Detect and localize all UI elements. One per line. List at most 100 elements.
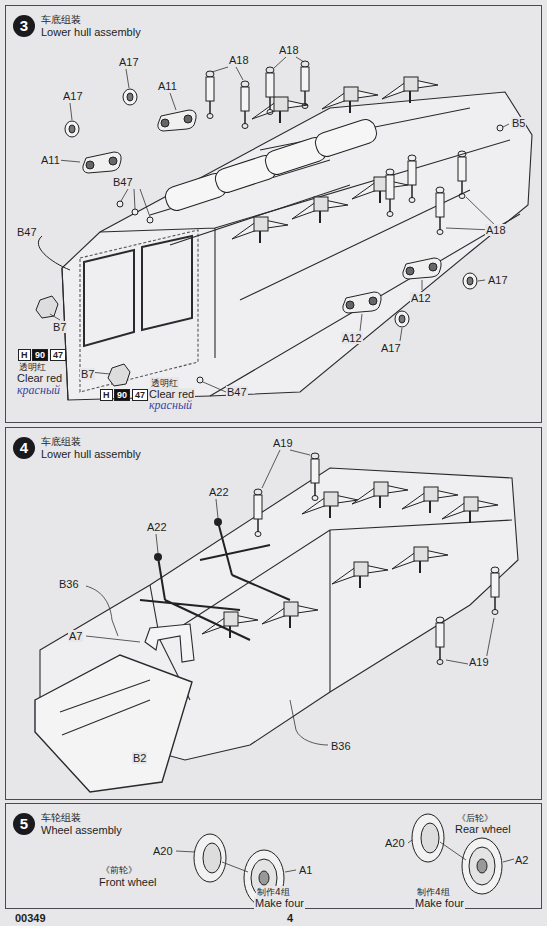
suspension-arms-step-3 (232, 217, 288, 243)
step-number: 3 (13, 15, 35, 37)
shock-absorbers-a18 (206, 71, 214, 119)
suspension-arms-step-3 (322, 87, 378, 113)
callout-label: A17 (487, 274, 509, 286)
callout-label: B5 (511, 117, 526, 129)
leader-lines-step-3 (212, 67, 243, 80)
callout-label: A17 (62, 90, 84, 102)
page-number: 00349 (14, 912, 47, 924)
leader-lines-step-5 (408, 840, 514, 862)
leader-lines-step-5 (176, 840, 514, 872)
suspension-arms-step-4 (302, 492, 358, 518)
callout-label: A11 (40, 154, 61, 166)
suspension-arms-step-3 (252, 97, 308, 123)
callout-label: Make four (414, 897, 465, 909)
shock-absorbers-a19 (436, 617, 444, 665)
callout-label: A12 (341, 332, 363, 344)
chinese-note: 《前轮》 (100, 864, 138, 876)
step-title-en: Lower hull assembly (41, 26, 141, 38)
suspension-arms-step-4 (392, 547, 448, 573)
small-parts-step-3 (36, 296, 58, 318)
callout-label: Front wheel (98, 876, 157, 888)
shock-absorbers-a19 (311, 453, 319, 501)
paint-code: 47 (132, 389, 148, 401)
callout-label: A17 (118, 56, 140, 68)
rings-a17 (463, 273, 477, 289)
suspension-arms-step-3 (232, 77, 438, 243)
rings-a17 (65, 89, 477, 327)
step-number: 5 (13, 813, 35, 835)
hull-step-4 (35, 655, 192, 792)
small-parts-step-3 (497, 125, 503, 131)
drive-cylinders (163, 117, 379, 213)
hull-step-4 (60, 680, 150, 735)
hull-step-3 (62, 140, 520, 400)
callout-label: A17 (380, 342, 402, 354)
hull-step-3 (62, 92, 532, 400)
leader-lines-step-4 (290, 700, 328, 745)
paint-code: 90 (32, 349, 48, 361)
paint-code: 90 (114, 389, 130, 401)
callout-label: A1 (298, 864, 313, 876)
leader-lines-step-4 (86, 450, 494, 745)
shock-absorbers-a18 (301, 61, 309, 109)
callout-label: A18 (485, 224, 507, 236)
suspension-arms-step-3 (292, 197, 348, 223)
hull-step-4 (145, 624, 194, 662)
shock-absorbers-a18 (241, 81, 249, 129)
leader-lines-step-3 (50, 57, 509, 392)
callout-label: A7 (68, 630, 83, 642)
hull-step-3 (62, 92, 532, 400)
brackets-a11-a12 (83, 152, 121, 173)
small-parts-step-3 (132, 209, 138, 215)
paint-code: H (100, 389, 113, 401)
callout-label: B36 (58, 578, 80, 590)
wheels-step-5 (412, 814, 444, 862)
callout-label: A20 (152, 845, 174, 857)
leader-lines-step-3 (121, 189, 150, 217)
wheels-step-5 (421, 823, 439, 853)
rings-a17 (65, 121, 79, 137)
shock-absorbers-a18 (386, 169, 394, 217)
steering-rods-a22 (140, 519, 290, 640)
callout-label: A20 (384, 837, 406, 849)
wheels-step-5 (203, 843, 221, 873)
page-number: 4 (286, 912, 294, 924)
callout-label: A19 (272, 437, 294, 449)
shock-absorbers-a18 (408, 155, 416, 203)
steering-rods-a22 (155, 554, 161, 560)
handwritten-note: красный (16, 384, 61, 396)
leader-lines-step-5 (176, 851, 296, 872)
wheels-step-5 (259, 871, 269, 885)
drive-cylinders (313, 117, 379, 159)
callout-label: B36 (330, 740, 352, 752)
hull-step-4 (35, 468, 518, 792)
leader-lines-step-3 (274, 57, 304, 68)
suspension-arms-step-4 (332, 562, 388, 588)
callout-label: Clear red (16, 372, 63, 384)
callout-label: Rear wheel (454, 823, 512, 835)
step-title-cn: 车轮组装 (41, 811, 81, 825)
brackets-a11-a12 (158, 110, 196, 131)
leader-lines-step-3 (58, 103, 80, 162)
shock-absorbers-a18 (206, 61, 466, 235)
suspension-arms-step-4 (202, 482, 498, 638)
suspension-arms-step-4 (402, 487, 458, 513)
step-title-en: Lower hull assembly (41, 448, 141, 460)
suspension-arms-step-3 (352, 177, 408, 203)
shock-absorbers-a18 (458, 151, 466, 199)
rings-a17 (395, 311, 409, 327)
shock-absorbers-a18 (266, 67, 274, 115)
callout-label: B47 (112, 176, 134, 188)
handwritten-note: красный (148, 399, 193, 411)
suspension-arms-step-3 (382, 77, 438, 103)
step-panel: 4车底组装Lower hull assembly (5, 427, 542, 800)
small-parts-step-3 (108, 364, 130, 386)
callout-label: A11 (157, 80, 178, 92)
shock-absorbers-a19 (491, 567, 499, 615)
step-title-cn: 车底组装 (41, 13, 81, 27)
step-panel: 3 车底组装Lower hull assembly (5, 5, 542, 423)
small-parts-step-3 (36, 125, 503, 386)
step-title-en: Wheel assembly (41, 824, 122, 836)
callout-label: A12 (410, 292, 432, 304)
